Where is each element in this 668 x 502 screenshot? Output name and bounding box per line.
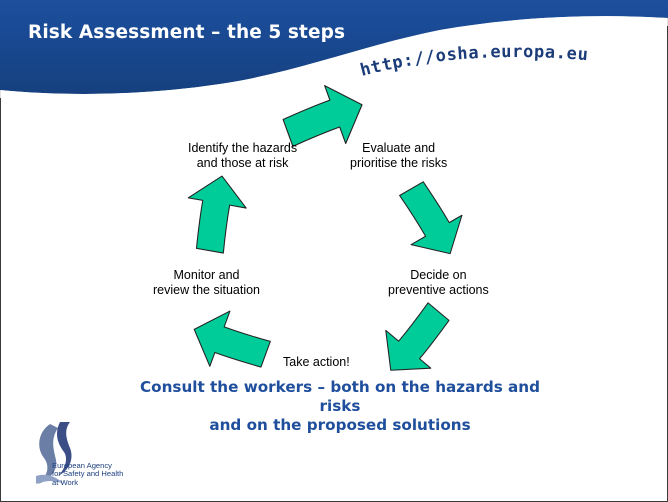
step-identify: Identify the hazards and those at risk — [188, 141, 298, 170]
curved-arrow-icon — [179, 170, 252, 257]
step-take-action: Take action! — [283, 355, 350, 369]
consult-statement: Consult the workers – both on the hazard… — [140, 378, 540, 434]
agency-name: European Agency for Safety and Health at… — [52, 461, 124, 487]
osha-logo-icon — [36, 422, 72, 484]
slide-title: Risk Assessment – the 5 steps — [28, 22, 346, 43]
header-banner — [0, 0, 668, 102]
osha-url: http://osha.europa.eu — [360, 42, 589, 81]
step-monitor: Monitor and review the situation — [153, 268, 261, 297]
curved-arrow-icon — [183, 301, 276, 384]
step-evaluate: Evaluate and prioritise the risks — [350, 141, 448, 170]
curved-arrow-icon — [386, 172, 477, 269]
step-decide: Decide on preventive actions — [388, 268, 489, 297]
curved-arrow-icon — [367, 292, 463, 390]
